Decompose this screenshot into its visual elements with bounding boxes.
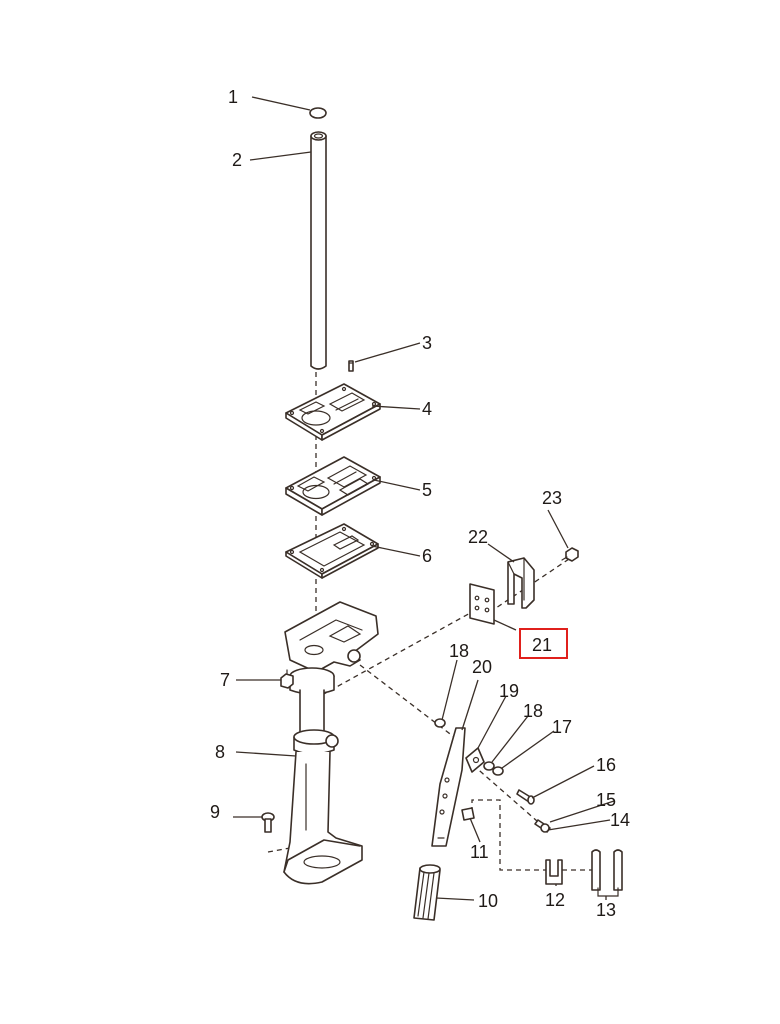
- part-22-clamp-bracket: [507, 557, 535, 609]
- part-6-gasket: [285, 523, 379, 579]
- part-23-bolt: [561, 547, 579, 562]
- part-21-plate: [469, 583, 495, 625]
- label-part-19: 19: [499, 681, 519, 701]
- label-part-7: 7: [220, 670, 230, 690]
- part-4-plate: [285, 383, 381, 441]
- label-part-2: 2: [232, 150, 242, 170]
- part-7-nut: [280, 669, 294, 689]
- label-part-11: 11: [470, 842, 489, 862]
- label-part-21: 21: [532, 635, 552, 655]
- part-17-washer: [492, 766, 504, 776]
- label-part-8: 8: [215, 742, 225, 762]
- part-3-pin: [348, 360, 354, 372]
- label-part-4: 4: [422, 399, 432, 419]
- part-19-bracket: [465, 747, 485, 773]
- part-18-washer-upper: [434, 718, 446, 728]
- part-13-pins: [591, 849, 623, 897]
- label-part-3: 3: [422, 333, 432, 353]
- label-part-16: 16: [596, 755, 616, 775]
- part-5-plate: [285, 456, 381, 516]
- part-12-small-bracket: [545, 859, 563, 885]
- label-part-17: 17: [552, 717, 572, 737]
- label-part-22: 22: [468, 527, 488, 547]
- part-20-lever-arm: [431, 727, 466, 847]
- label-part-18-lower: 18: [523, 701, 543, 721]
- label-part-18-upper: 18: [449, 641, 469, 661]
- label-part-23: 23: [542, 488, 562, 508]
- part-8-column-housing: [283, 601, 379, 885]
- part-18-washer-lower: [483, 761, 495, 771]
- label-part-1: 1: [228, 87, 238, 107]
- leader-lines: [233, 96, 615, 901]
- part-9-bolt: [261, 812, 275, 833]
- part-1-o-ring: [309, 107, 327, 119]
- label-part-14: 14: [610, 810, 630, 830]
- part-2-shaft-tube: [310, 131, 327, 370]
- highlight-box-21: [519, 628, 568, 659]
- label-part-5: 5: [422, 480, 432, 500]
- label-part-15: 15: [596, 790, 616, 810]
- part-11-clip: [461, 807, 475, 821]
- part-16-screw: [516, 789, 535, 805]
- part-number-labels: 1 2 3 4 5 6 7 8 9 10 11 12 13 14 15 16 1…: [210, 87, 630, 920]
- label-part-9: 9: [210, 802, 220, 822]
- part-10-grip: [413, 864, 441, 921]
- label-part-10: 10: [478, 891, 498, 911]
- label-part-12: 12: [545, 890, 565, 910]
- label-part-6: 6: [422, 546, 432, 566]
- label-part-13: 13: [596, 900, 616, 920]
- label-part-20: 20: [472, 657, 492, 677]
- part-14-washer: [540, 823, 550, 833]
